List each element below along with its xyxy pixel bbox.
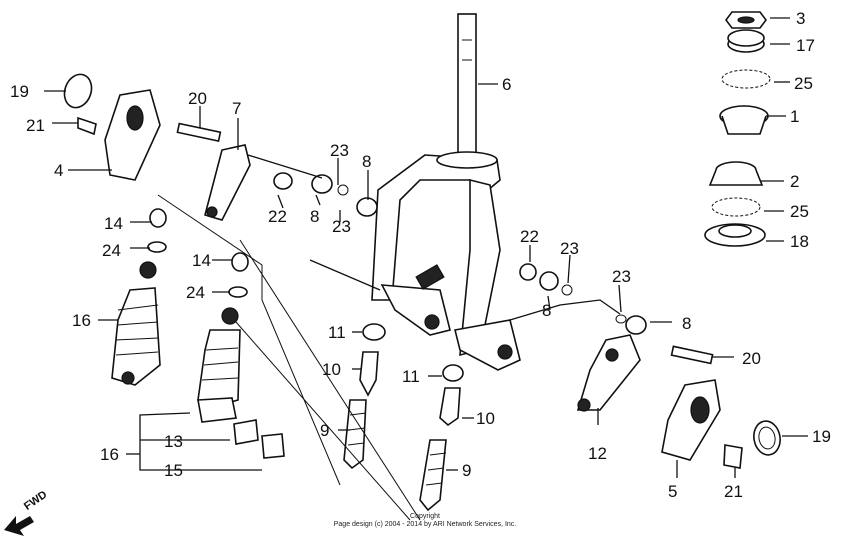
copyright-line-2: Page design (c) 2004 - 2014 by ARI Netwo…: [333, 521, 517, 528]
callout-8-d: 8: [682, 314, 691, 333]
callout-23-a: 23: [330, 141, 349, 160]
copyright-line-1: Copyright: [410, 513, 440, 520]
callout-17: 17: [796, 36, 815, 55]
callout-15: 15: [164, 461, 183, 480]
lead-lines: [44, 17, 808, 521]
shock-absorber-left: [111, 261, 161, 386]
callout-9-a: 9: [320, 421, 329, 440]
callout-22-right: 22: [520, 227, 539, 246]
callout-19-right: 19: [812, 427, 831, 446]
callout-labels: 19 21 4 20 7 23 8 22 8 23 14 24 14 24 16…: [10, 9, 831, 501]
callout-4: 4: [54, 161, 63, 180]
fork-springs: [343, 323, 464, 512]
callout-8-a: 8: [362, 152, 371, 171]
callout-23-b: 23: [332, 217, 351, 236]
callout-2: 2: [790, 172, 799, 191]
callout-11-a: 11: [328, 323, 346, 342]
callout-9-b: 9: [462, 461, 471, 480]
callout-23-d: 23: [612, 267, 631, 286]
fwd-arrow-icon: [4, 516, 34, 536]
callout-18: 18: [790, 232, 809, 251]
bearing-stack: [704, 11, 771, 247]
callout-24-a: 24: [102, 241, 121, 260]
right-arm-group: [519, 263, 781, 469]
shock-absorber-middle: [197, 307, 285, 459]
callout-12: 12: [588, 444, 607, 463]
callout-10-a: 10: [322, 360, 341, 379]
callout-16-a: 16: [72, 311, 91, 330]
callout-21-right: 21: [724, 482, 743, 501]
callout-22-left: 22: [268, 207, 287, 226]
callout-13: 13: [164, 432, 183, 451]
callout-20-left: 20: [188, 89, 207, 108]
callout-7: 7: [232, 99, 241, 118]
callout-14-b: 14: [192, 251, 211, 270]
callout-10-b: 10: [476, 409, 495, 428]
callout-11-b: 11: [402, 367, 420, 386]
callout-5: 5: [668, 482, 677, 501]
callout-1: 1: [790, 107, 799, 126]
callout-19-left: 19: [10, 82, 29, 101]
steering-stem: [371, 13, 521, 371]
callout-21-left: 21: [26, 116, 45, 135]
callout-6: 6: [502, 75, 511, 94]
callout-8-c: 8: [542, 301, 551, 320]
callout-25-a: 25: [794, 74, 813, 93]
callout-16-b: 16: [100, 445, 119, 464]
callout-25-b: 25: [790, 202, 809, 221]
callout-23-c: 23: [560, 239, 579, 258]
left-arm-group: [63, 73, 378, 298]
callout-20-right: 20: [742, 349, 761, 368]
callout-24-b: 24: [186, 283, 205, 302]
callout-14-a: 14: [104, 214, 123, 233]
callout-3: 3: [796, 9, 805, 28]
callout-8-b: 8: [310, 207, 319, 226]
